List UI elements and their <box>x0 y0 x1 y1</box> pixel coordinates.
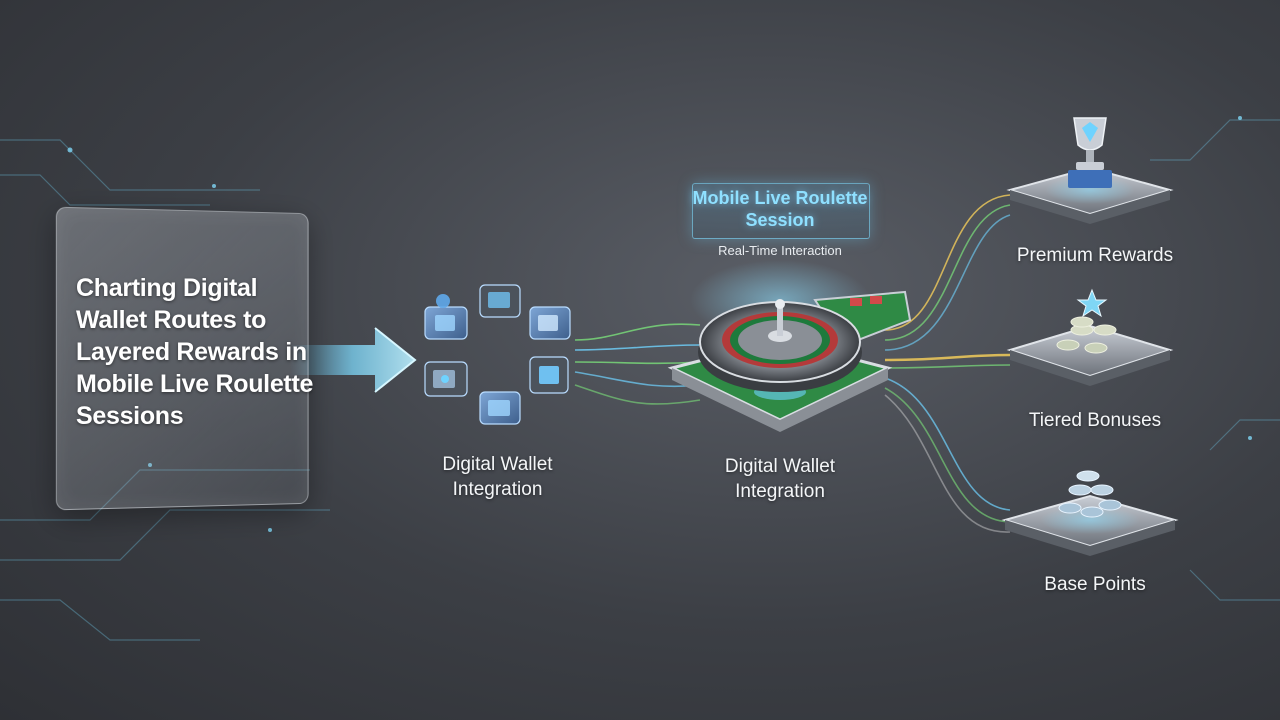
session-subtitle: Real-Time Interaction <box>718 243 842 258</box>
premium-rewards-platform <box>1006 117 1174 224</box>
wallet-icon <box>424 361 468 397</box>
roulette-table <box>667 260 912 432</box>
coin-stack-icon <box>1058 470 1122 518</box>
circuit-lines <box>0 119 1280 641</box>
base-points-platform <box>1001 470 1179 556</box>
flow-lines-right <box>884 194 1011 533</box>
wallet-icon <box>529 306 571 340</box>
coin-stack-star-icon <box>1056 288 1117 354</box>
chip-icon <box>529 356 569 394</box>
wallet-integration-label-left: Digital Wallet Integration <box>442 454 553 500</box>
flow-lines-left <box>574 323 701 405</box>
tiered-bonuses-label: Tiered Bonuses <box>1028 410 1162 431</box>
wallet-icon <box>479 284 521 318</box>
wallet-icon-cluster <box>424 284 571 425</box>
flow-arrow <box>290 327 417 393</box>
trophy-icon <box>1068 117 1112 188</box>
base-points-label: Base Points <box>1044 574 1146 595</box>
circuit-nodes <box>67 116 1252 532</box>
wallet-integration-label-center: Digital Wallet Integration <box>724 456 836 502</box>
wallet-icon <box>479 391 521 425</box>
diagram-title: Charting Digital Wallet Routes to Layere… <box>76 274 314 430</box>
tiered-bonuses-platform <box>1006 288 1174 386</box>
premium-rewards-label: Premium Rewards <box>1016 245 1174 266</box>
session-title-box <box>692 183 870 239</box>
session-title: Mobile Live Roulette Session <box>692 188 868 230</box>
wallet-icon <box>424 294 468 340</box>
